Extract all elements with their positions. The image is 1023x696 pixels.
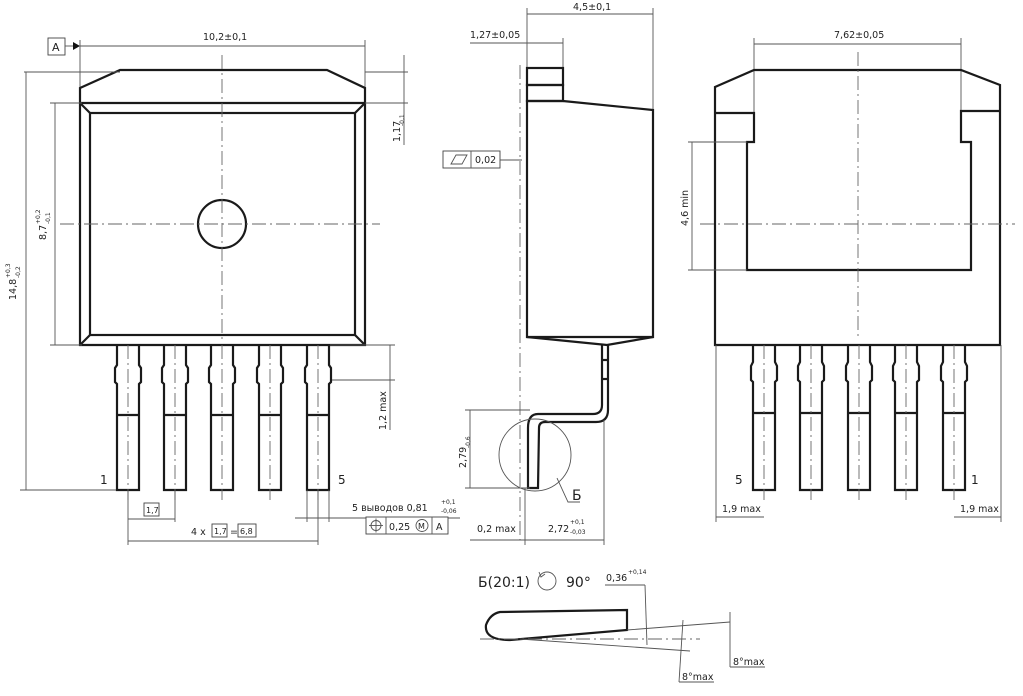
svg-text:-0,03: -0,03 bbox=[570, 529, 586, 536]
detail-b-circle bbox=[498, 418, 572, 492]
svg-text:+0,1: +0,1 bbox=[570, 519, 585, 526]
detail-angle-1: 8°max bbox=[682, 672, 714, 683]
flatness-frame: 0,02 bbox=[442, 150, 522, 169]
pin-1-label: 1 bbox=[100, 473, 108, 487]
position-tolerance-frame: 0,25 M A bbox=[365, 516, 449, 535]
svg-text:1,7: 1,7 bbox=[214, 527, 227, 536]
pin-1-label-back: 1 bbox=[971, 473, 979, 487]
mmc-icon bbox=[415, 519, 429, 532]
detail-title: Б(20:1) bbox=[478, 575, 530, 591]
svg-text:0,02: 0,02 bbox=[475, 155, 496, 166]
lead-length-dim: 2,72 bbox=[548, 524, 569, 535]
svg-text:4 x: 4 x bbox=[191, 527, 206, 538]
side-view: 4,5±0,1 1,27±0,05 0,02 Б 2,79 -0,6 bbox=[442, 2, 655, 545]
side-width-dim: 4,5±0,1 bbox=[573, 2, 611, 13]
svg-text:-0,06: -0,06 bbox=[441, 508, 457, 515]
rotation-icon bbox=[537, 571, 557, 591]
flatness-icon bbox=[450, 154, 468, 165]
svg-text:-0,6: -0,6 bbox=[465, 436, 472, 448]
svg-text:=: = bbox=[230, 527, 238, 538]
pin-5-label-back: 5 bbox=[735, 473, 743, 487]
back-view: 7,62±0,05 4,6 min 5 1 1,9 max 1,9 max bbox=[680, 30, 1015, 522]
body-height-dim: 8,7 bbox=[38, 225, 49, 240]
detail-rotation: 90° bbox=[566, 575, 591, 591]
svg-text:-0,1: -0,1 bbox=[399, 114, 406, 126]
front-leads bbox=[113, 345, 333, 500]
svg-text:-0,1: -0,1 bbox=[45, 212, 52, 224]
offset-dim: 0,2 max bbox=[477, 524, 516, 535]
svg-text:A: A bbox=[436, 522, 443, 533]
svg-text:-0,2: -0,2 bbox=[15, 266, 22, 278]
tab-thickness-dim: 1,27±0,05 bbox=[470, 30, 520, 41]
datum-a-label: A bbox=[52, 41, 60, 54]
lead-shoulder-dim: 1,2 max bbox=[378, 391, 389, 430]
total-height-dim: 14,8 bbox=[8, 279, 19, 300]
detail-thickness-dim: 0,36 bbox=[606, 573, 627, 584]
detail-angle-2: 8°max bbox=[733, 657, 765, 668]
svg-text:M: M bbox=[418, 522, 425, 531]
datum-a-box bbox=[47, 37, 66, 56]
pad-width-dim: 7,62±0,05 bbox=[834, 30, 884, 41]
pad-height-dim: 4,6 min bbox=[680, 190, 691, 226]
front-view: A 10,2±0,1 14,8 +0,3 -0,2 8,7 +0,2 bbox=[5, 32, 460, 545]
tab-height-dim: 1,17 bbox=[392, 121, 403, 142]
detail-b-ref: Б bbox=[572, 488, 582, 504]
back-leads bbox=[749, 345, 969, 500]
detail-view: Б(20:1) 90° 0,36 +0,14 8°max 8°max bbox=[478, 569, 765, 683]
pitch-total-dim: 6,8 bbox=[240, 527, 253, 536]
front-width-dim: 10,2±0,1 bbox=[203, 32, 247, 43]
lead-width-note: 5 выводов 0,81 bbox=[352, 503, 428, 514]
pitch-dim: 1,7 bbox=[146, 506, 159, 515]
lead-height-dim: 2,79 bbox=[458, 447, 469, 468]
svg-text:+0,14: +0,14 bbox=[628, 569, 647, 576]
edge-left-dim: 1,9 max bbox=[722, 504, 761, 515]
pin-5-label: 5 bbox=[338, 473, 346, 487]
datum-triangle-icon bbox=[73, 42, 80, 50]
svg-text:+0,3: +0,3 bbox=[5, 263, 12, 278]
edge-right-dim: 1,9 max bbox=[960, 504, 999, 515]
svg-text:+0,2: +0,2 bbox=[35, 209, 42, 224]
svg-text:0,25: 0,25 bbox=[389, 522, 410, 533]
svg-text:+0,1: +0,1 bbox=[441, 499, 456, 506]
